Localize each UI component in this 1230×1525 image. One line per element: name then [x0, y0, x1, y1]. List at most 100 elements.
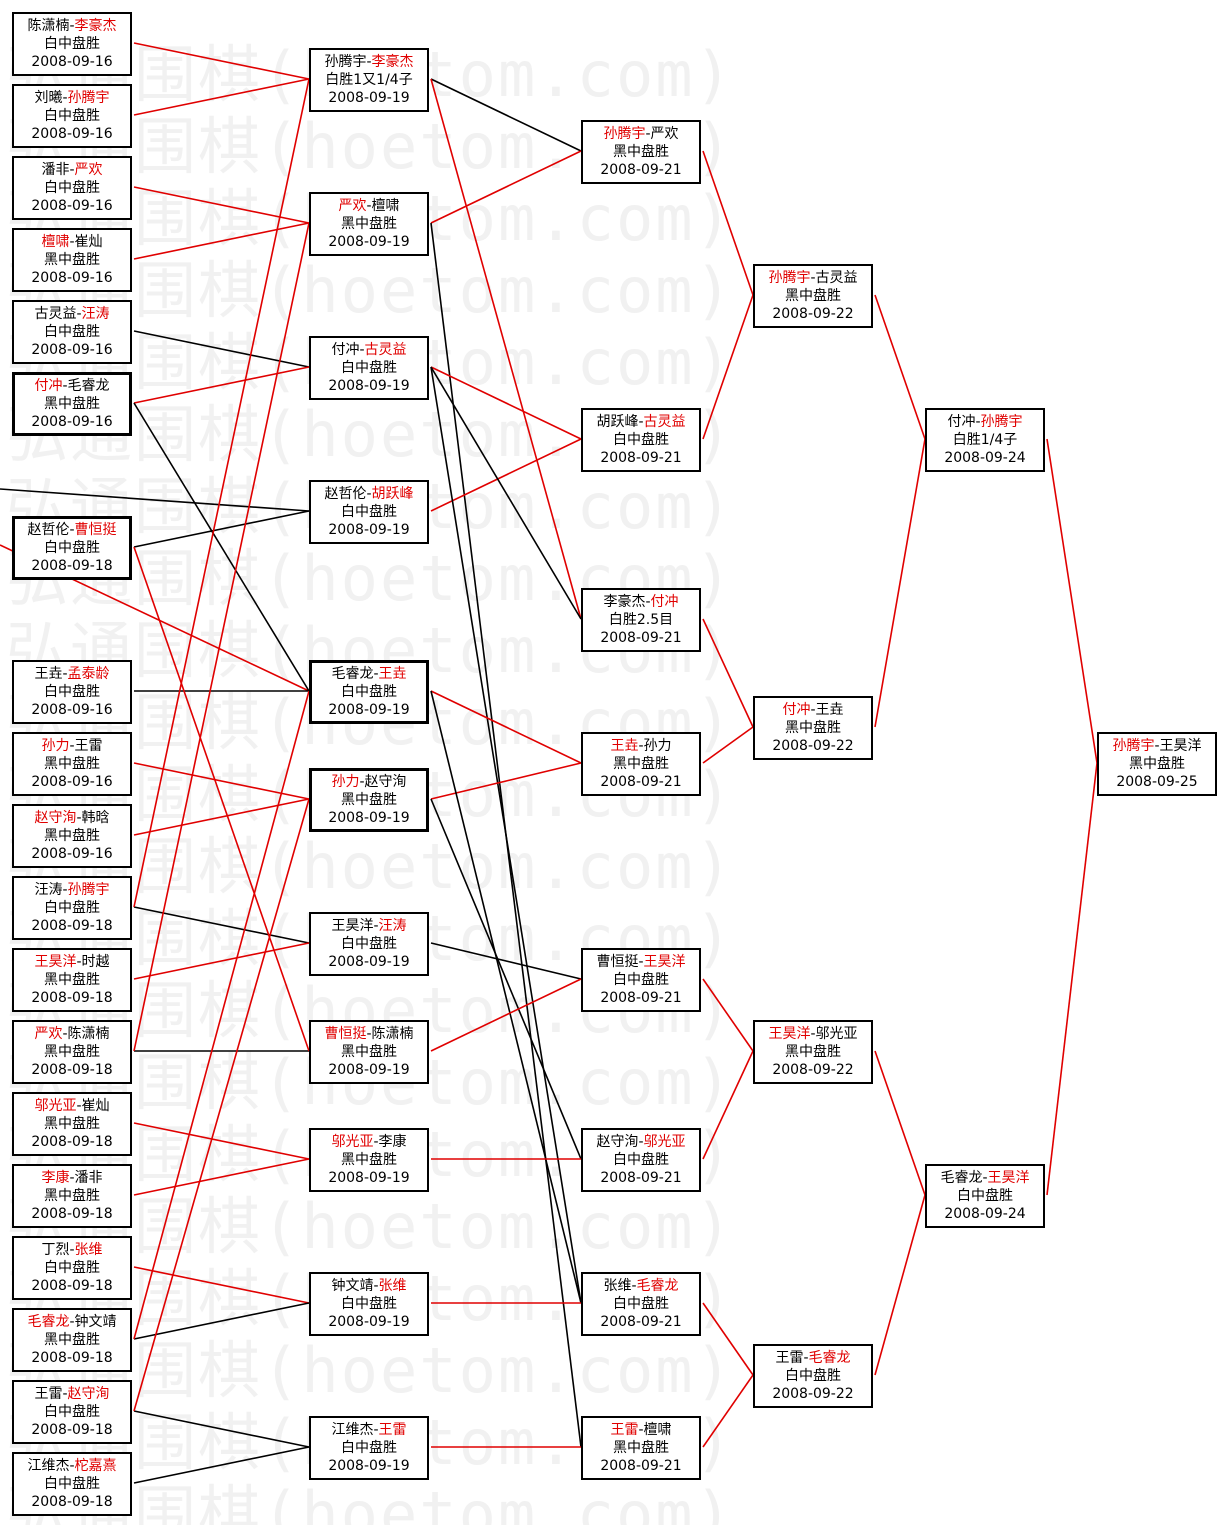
connector-line: [133, 690, 310, 1340]
match-players: 王雷-赵守洵: [14, 1385, 130, 1403]
connector-line: [133, 1266, 310, 1304]
match-players: 孙腾宇-严欢: [583, 125, 699, 143]
match-date: 2008-09-16: [31, 198, 113, 214]
players-separator: -: [62, 378, 68, 394]
connector-line: [133, 1410, 310, 1448]
match-date: 2008-09-18: [31, 1134, 113, 1150]
white-player: 韩晗: [81, 810, 110, 826]
match-result: 白中盘胜: [613, 1296, 669, 1312]
black-player: 江维杰: [331, 1422, 374, 1438]
white-player: 古灵益: [364, 342, 407, 358]
players-separator: -: [645, 594, 651, 610]
match-result: 白中盘胜: [613, 972, 669, 988]
black-player: 王雷: [34, 1386, 63, 1402]
match-date: 2008-09-21: [600, 990, 682, 1006]
black-player: 赵哲伦: [324, 486, 367, 502]
match-date: 2008-09-18: [31, 918, 113, 934]
connector-line: [702, 150, 754, 296]
black-player: 胡跃峰: [596, 414, 639, 430]
match-date: 2008-09-16: [31, 702, 113, 718]
match-date: 2008-09-21: [600, 630, 682, 646]
players-separator: -: [373, 666, 379, 682]
players-separator: -: [69, 1170, 75, 1186]
players-separator: -: [810, 270, 816, 286]
connector-line: [430, 438, 582, 512]
match-date: 2008-09-19: [328, 378, 410, 394]
connector-line: [702, 294, 754, 440]
match-date: 2008-09-18: [31, 1350, 113, 1366]
black-player: 邬光亚: [34, 1098, 77, 1114]
white-player: 王雷: [378, 1422, 407, 1438]
players-separator: -: [69, 1242, 75, 1258]
players-separator: -: [359, 342, 365, 358]
connector-line: [874, 438, 926, 728]
match-date: 2008-09-19: [328, 702, 410, 718]
match-players: 付冲-王垚: [755, 701, 871, 719]
match-result: 黑中盘胜: [1129, 756, 1185, 772]
players-separator: -: [373, 1278, 379, 1294]
black-player: 毛睿龙: [27, 1314, 70, 1330]
match-players: 赵哲伦-胡跃峰: [311, 485, 427, 503]
match-date: 2008-09-16: [31, 342, 113, 358]
black-player: 王雷: [610, 1422, 639, 1438]
connector-line: [702, 1050, 754, 1160]
white-player: 潘非: [74, 1170, 103, 1186]
black-player: 孙力: [41, 738, 70, 754]
white-player: 王垚: [378, 666, 407, 682]
match-result: 白中盘胜: [341, 1296, 397, 1312]
match-players: 胡跃峰-古灵益: [583, 413, 699, 431]
match-players: 孙力-王雷: [14, 737, 130, 755]
connector-line: [702, 978, 754, 1052]
players-separator: -: [62, 90, 68, 106]
connector-line: [702, 1374, 754, 1448]
match-date: 2008-09-16: [31, 270, 113, 286]
match-result: 白中盘胜: [44, 684, 100, 700]
match-players: 王昊洋-时越: [14, 953, 130, 971]
black-player: 孙腾宇: [1112, 738, 1155, 754]
match-players: 曹恒挺-陈潇楠: [311, 1025, 427, 1043]
white-player: 胡跃峰: [371, 486, 414, 502]
match-players: 毛睿龙-王垚: [312, 665, 426, 683]
match-players: 孙腾宇-李豪杰: [311, 53, 427, 71]
match-players: 汪涛-孙腾宇: [14, 881, 130, 899]
black-player: 赵哲伦: [27, 522, 70, 538]
match-players: 潘非-严欢: [14, 161, 130, 179]
white-player: 崔灿: [81, 1098, 110, 1114]
players-separator: -: [76, 1098, 82, 1114]
players-separator: -: [69, 234, 75, 250]
match-result: 黑中盘胜: [44, 1188, 100, 1204]
players-separator: -: [373, 1134, 379, 1150]
white-player: 古灵益: [643, 414, 686, 430]
match-result: 黑中盘胜: [613, 144, 669, 160]
white-player: 檀啸: [643, 1422, 672, 1438]
match-players: 毛睿龙-王昊洋: [927, 1169, 1043, 1187]
match-date: 2008-09-19: [328, 1314, 410, 1330]
match-result: 白中盘胜: [341, 936, 397, 952]
black-player: 赵守洵: [34, 810, 77, 826]
match-players: 严欢-檀啸: [311, 197, 427, 215]
match-result: 黑中盘胜: [785, 1044, 841, 1060]
players-separator: -: [638, 954, 644, 970]
white-player: 毛睿龙: [67, 378, 110, 394]
connector-line: [430, 942, 582, 980]
match-players: 毛睿龙-钟文靖: [14, 1313, 130, 1331]
match-players: 丁烈-张维: [14, 1241, 130, 1259]
connector-line: [133, 402, 310, 692]
players-separator: -: [62, 1386, 68, 1402]
match-players: 赵哲伦-曹恒挺: [15, 521, 129, 539]
players-separator: -: [373, 1422, 379, 1438]
